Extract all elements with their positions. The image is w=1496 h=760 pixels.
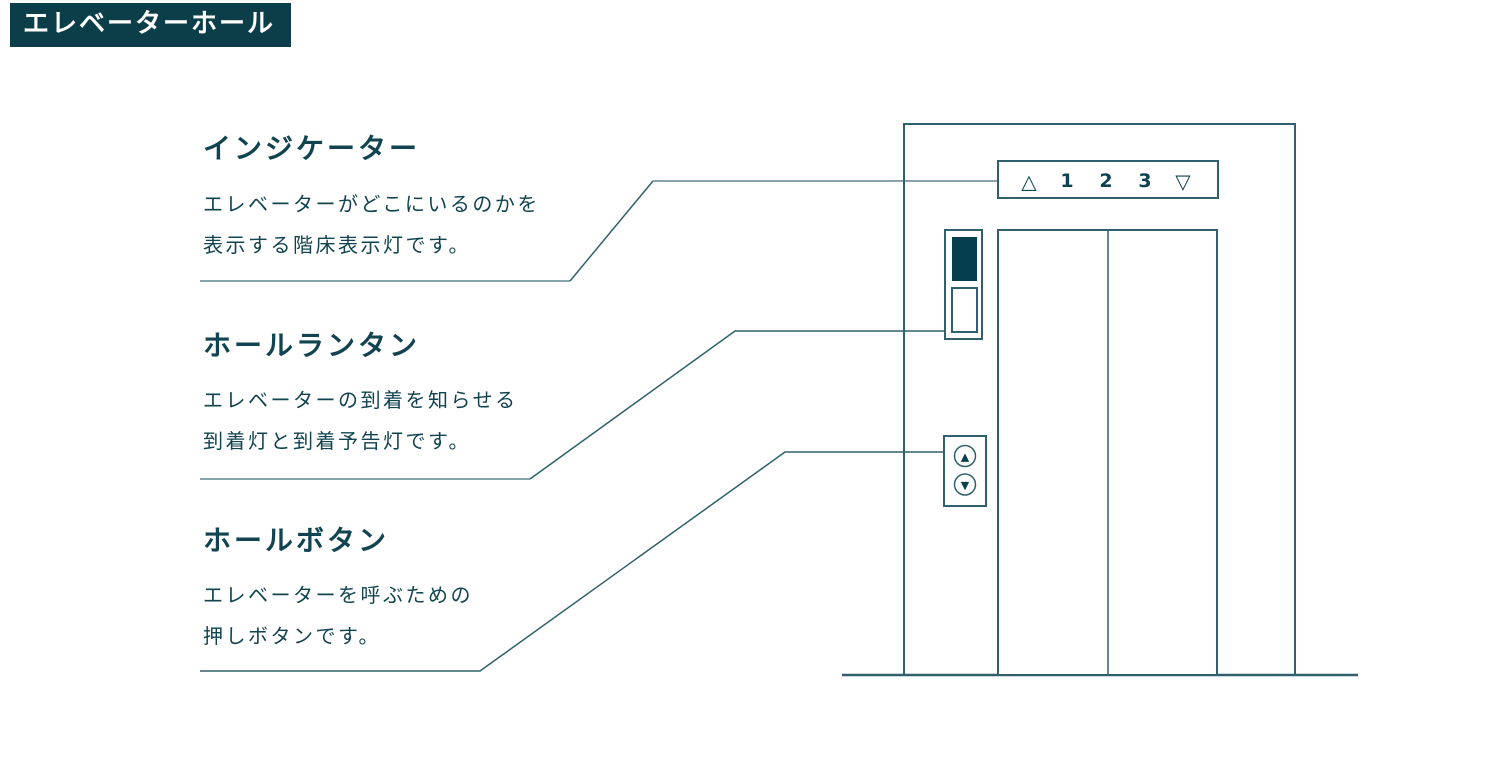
section-heading-hall-button: ホールボタン: [203, 525, 390, 556]
section-description-hall-button: エレベーターを呼ぶための 押しボタンです。: [203, 585, 473, 648]
hall-button-up: [953, 444, 977, 468]
indicator-up-triangle-icon: △: [1021, 170, 1037, 194]
section-description-indicator: エレベーターがどこにいるのかを 表示する階床表示灯です。: [203, 194, 540, 257]
down-arrow-icon: ▼: [961, 479, 970, 492]
page-title: エレベーターホール: [10, 3, 292, 47]
indicator-floor-1: 1: [1060, 170, 1073, 192]
hall-lantern-lamp-lit: [952, 237, 977, 281]
hall-lantern-lamp-unlit: [951, 287, 978, 333]
up-arrow-icon: ▲: [961, 451, 970, 464]
elevator-wall-outline: [903, 123, 1296, 675]
indicator-floor-3: 3: [1138, 170, 1151, 192]
leader-line-hall-lantern: [200, 330, 944, 480]
leader-line-indicator: [200, 180, 997, 282]
hall-lantern: [944, 229, 983, 340]
elevator-doors: [997, 229, 1218, 676]
section-heading-hall-lantern: ホールランタン: [203, 330, 421, 361]
section-heading-indicator: インジケーター: [203, 133, 421, 164]
indicator-floor-2: 2: [1099, 170, 1112, 192]
indicator-down-triangle-icon: ▽: [1175, 170, 1191, 194]
indicator-panel-frame: [997, 160, 1219, 199]
section-description-hall-lantern: エレベーターの到着を知らせる 到着灯と到着予告灯です。: [203, 390, 518, 453]
indicator-panel: △ 1 2 3 ▽: [997, 160, 1219, 199]
hall-button-panel: ▲ ▼: [943, 435, 987, 507]
hall-button-down: [953, 473, 977, 496]
leader-line-hall-button: [200, 451, 943, 672]
